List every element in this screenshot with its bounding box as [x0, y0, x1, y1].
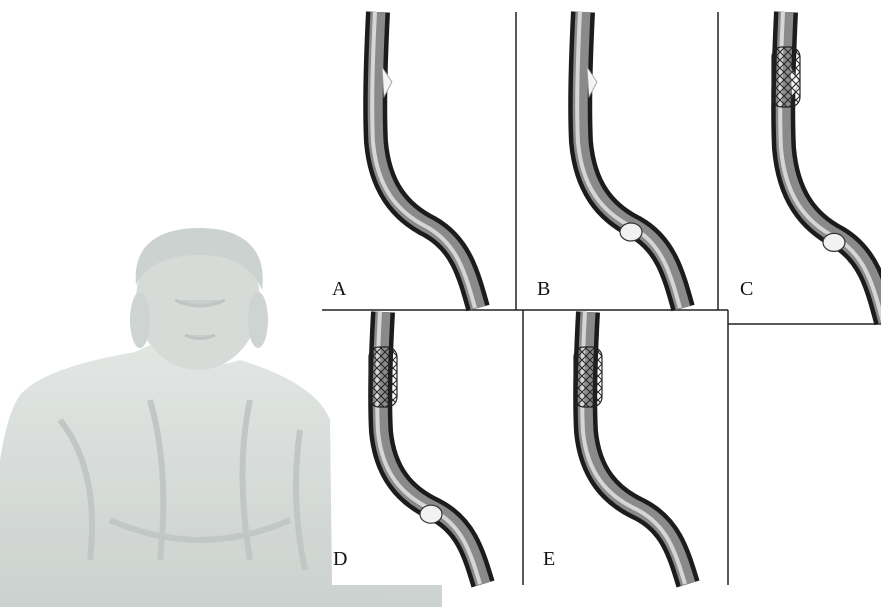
- panel-label-c: C: [740, 278, 753, 300]
- panel-label-b: B: [537, 278, 550, 300]
- aneurysm-bulge: [420, 505, 442, 523]
- stent-mesh: [574, 347, 602, 407]
- aneurysm-bulge: [620, 223, 642, 241]
- panel-label-e: E: [543, 548, 555, 570]
- panel-label-a: A: [332, 278, 347, 300]
- stent-mesh: [772, 47, 800, 107]
- stent-mesh: [369, 347, 397, 407]
- panel-e: [574, 312, 688, 584]
- panel-b: [577, 12, 683, 308]
- panel-d: [369, 312, 483, 584]
- panel-a: [372, 12, 478, 308]
- panel-label-d: D: [333, 548, 347, 570]
- panel-c: [772, 12, 881, 322]
- aneurysm-bulge: [823, 233, 845, 251]
